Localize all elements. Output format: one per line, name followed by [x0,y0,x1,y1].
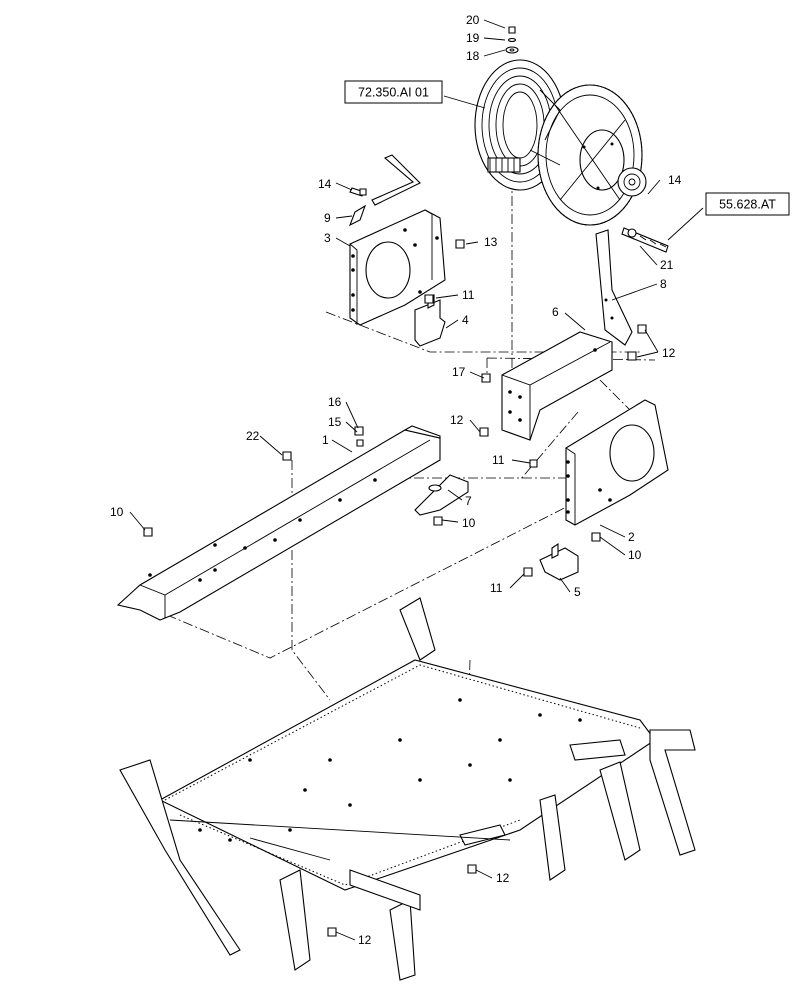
top-hardware-stack [505,26,519,54]
callout-18: 18 [466,49,480,63]
callout-6: 6 [552,305,559,319]
left-bracket [349,209,446,326]
callout-11b: 11 [492,453,505,467]
plate-8 [595,229,633,346]
bracket-7 [414,474,469,516]
reference-box-1[interactable]: 72.350.AI 01 [344,80,443,104]
callout-12d: 12 [358,933,372,947]
fasteners [143,188,647,937]
reference-label-2: 55.628.AT [719,198,776,212]
callout-9: 9 [324,211,331,225]
right-bracket-2 [565,399,669,526]
callout-12b: 12 [450,413,464,427]
base-frame [119,597,696,981]
small-bracket-5 [539,542,579,581]
shaft-assembly [621,227,669,253]
callout-12c: 12 [496,871,510,885]
callout-10b: 10 [462,516,476,530]
callout-14a: 14 [318,177,332,191]
callout-10c: 10 [628,548,642,562]
callout-12a: 12 [662,346,676,360]
callout-10a: 10 [110,505,124,519]
callout-8: 8 [660,277,667,291]
reference-box-2[interactable]: 55.628.AT [705,192,790,216]
callout-16: 16 [328,395,342,409]
channel-bracket-6 [501,331,613,441]
reel-assembly [474,59,647,226]
callout-15: 15 [328,415,342,429]
reference-label-1: 72.350.AI 01 [358,86,429,100]
callout-19: 19 [466,31,480,45]
callout-17: 17 [452,365,466,379]
callout-7: 7 [465,494,472,508]
callout-21: 21 [660,258,674,272]
callout-1: 1 [322,433,329,447]
callout-13: 13 [484,235,498,249]
callout-11c: 11 [490,581,503,595]
leader-lines [129,19,704,941]
callout-3: 3 [324,231,331,245]
channel-beam-1 [116,425,441,621]
callout-2: 2 [628,530,635,544]
callout-11a: 11 [462,288,475,302]
callout-14b: 14 [668,173,682,187]
callout-labels: 20 19 18 14 9 3 13 11 4 14 21 8 6 12 17 … [110,13,682,947]
callout-22: 22 [246,429,260,443]
callout-4: 4 [462,313,469,327]
callout-5: 5 [574,585,581,599]
callout-20: 20 [466,13,480,27]
